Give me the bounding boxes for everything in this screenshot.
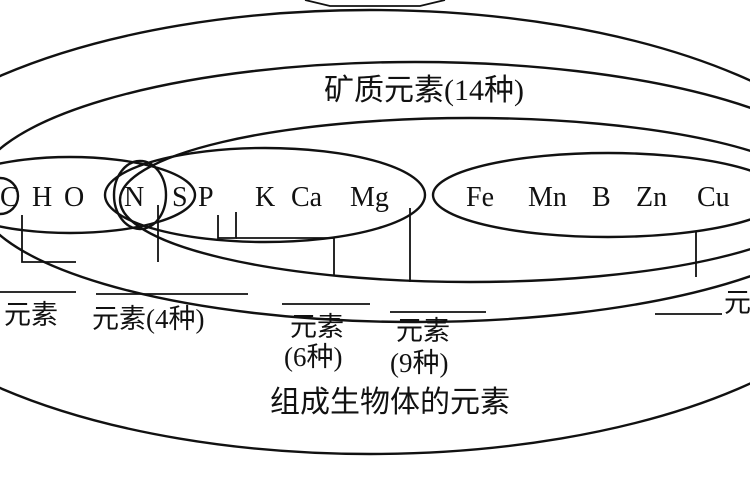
element-cu: Cu: [697, 182, 730, 213]
ellipse-mineral-elements: [0, 60, 750, 324]
element-h: H: [32, 182, 52, 213]
top-fragment: [304, 0, 446, 7]
element-ca: Ca: [291, 182, 323, 213]
element-p: P: [198, 182, 214, 213]
label-six-count: (6种): [284, 342, 342, 372]
organism-elements-title: 组成生物体的元素: [270, 386, 510, 419]
label-macro-count: (9种): [390, 348, 448, 378]
mineral-elements-title: 矿质元素(14种): [324, 74, 524, 107]
label-main: 元素(4种): [92, 304, 204, 334]
element-mg: Mg: [350, 182, 389, 213]
connector-basic: [21, 215, 76, 263]
element-mn: Mn: [528, 182, 567, 213]
element-k: K: [255, 182, 275, 213]
ellipse-choN-group: [0, 155, 197, 235]
connector-six: [236, 237, 335, 276]
element-o: O: [64, 182, 84, 213]
label-basic: 元素: [4, 300, 58, 330]
element-fe: Fe: [466, 182, 494, 213]
element-c: C: [0, 182, 19, 213]
element-n: N: [124, 182, 144, 213]
element-zn: Zn: [636, 182, 667, 213]
ellipse-n-element: [112, 159, 168, 231]
c-element-circle: [0, 176, 20, 216]
label-macro-name: 元素: [396, 316, 450, 346]
ellipse-mineral-inner: [118, 116, 750, 284]
connector-sp: [217, 212, 237, 239]
label-six-name: 元素: [290, 312, 344, 342]
element-s: S: [172, 182, 188, 213]
element-b: B: [592, 182, 611, 213]
ellipse-micro-group: [431, 151, 750, 239]
label-micro: 元: [724, 288, 750, 318]
ellipse-macro-group: [103, 146, 427, 244]
outer-ellipse-organism-elements: [0, 8, 750, 456]
